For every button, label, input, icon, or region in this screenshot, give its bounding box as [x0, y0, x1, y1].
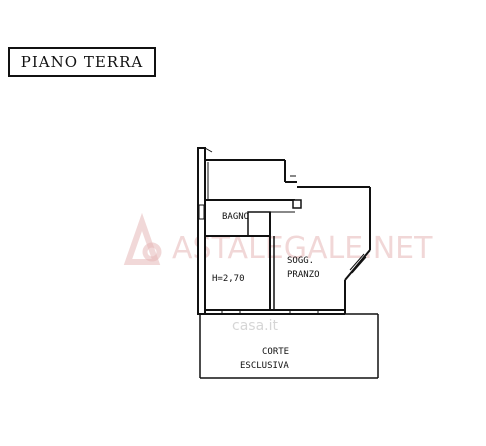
room-label-bagno: BAGNO	[222, 212, 249, 222]
courtyard-label-line2: ESCLUSIVA	[240, 361, 289, 371]
height-label: H=2,70	[212, 274, 245, 284]
watermark-casa: casa.it	[232, 318, 278, 334]
room-label-soggiorno: SOGG.	[287, 256, 314, 266]
courtyard-label-line1: CORTE	[262, 347, 289, 357]
watermark-logo	[123, 212, 162, 265]
room-label-pranzo: PRANZO	[287, 270, 320, 280]
walls	[197, 147, 371, 315]
courtyard-outline	[199, 313, 379, 379]
plan-title: PIANO TERRA	[8, 47, 156, 77]
